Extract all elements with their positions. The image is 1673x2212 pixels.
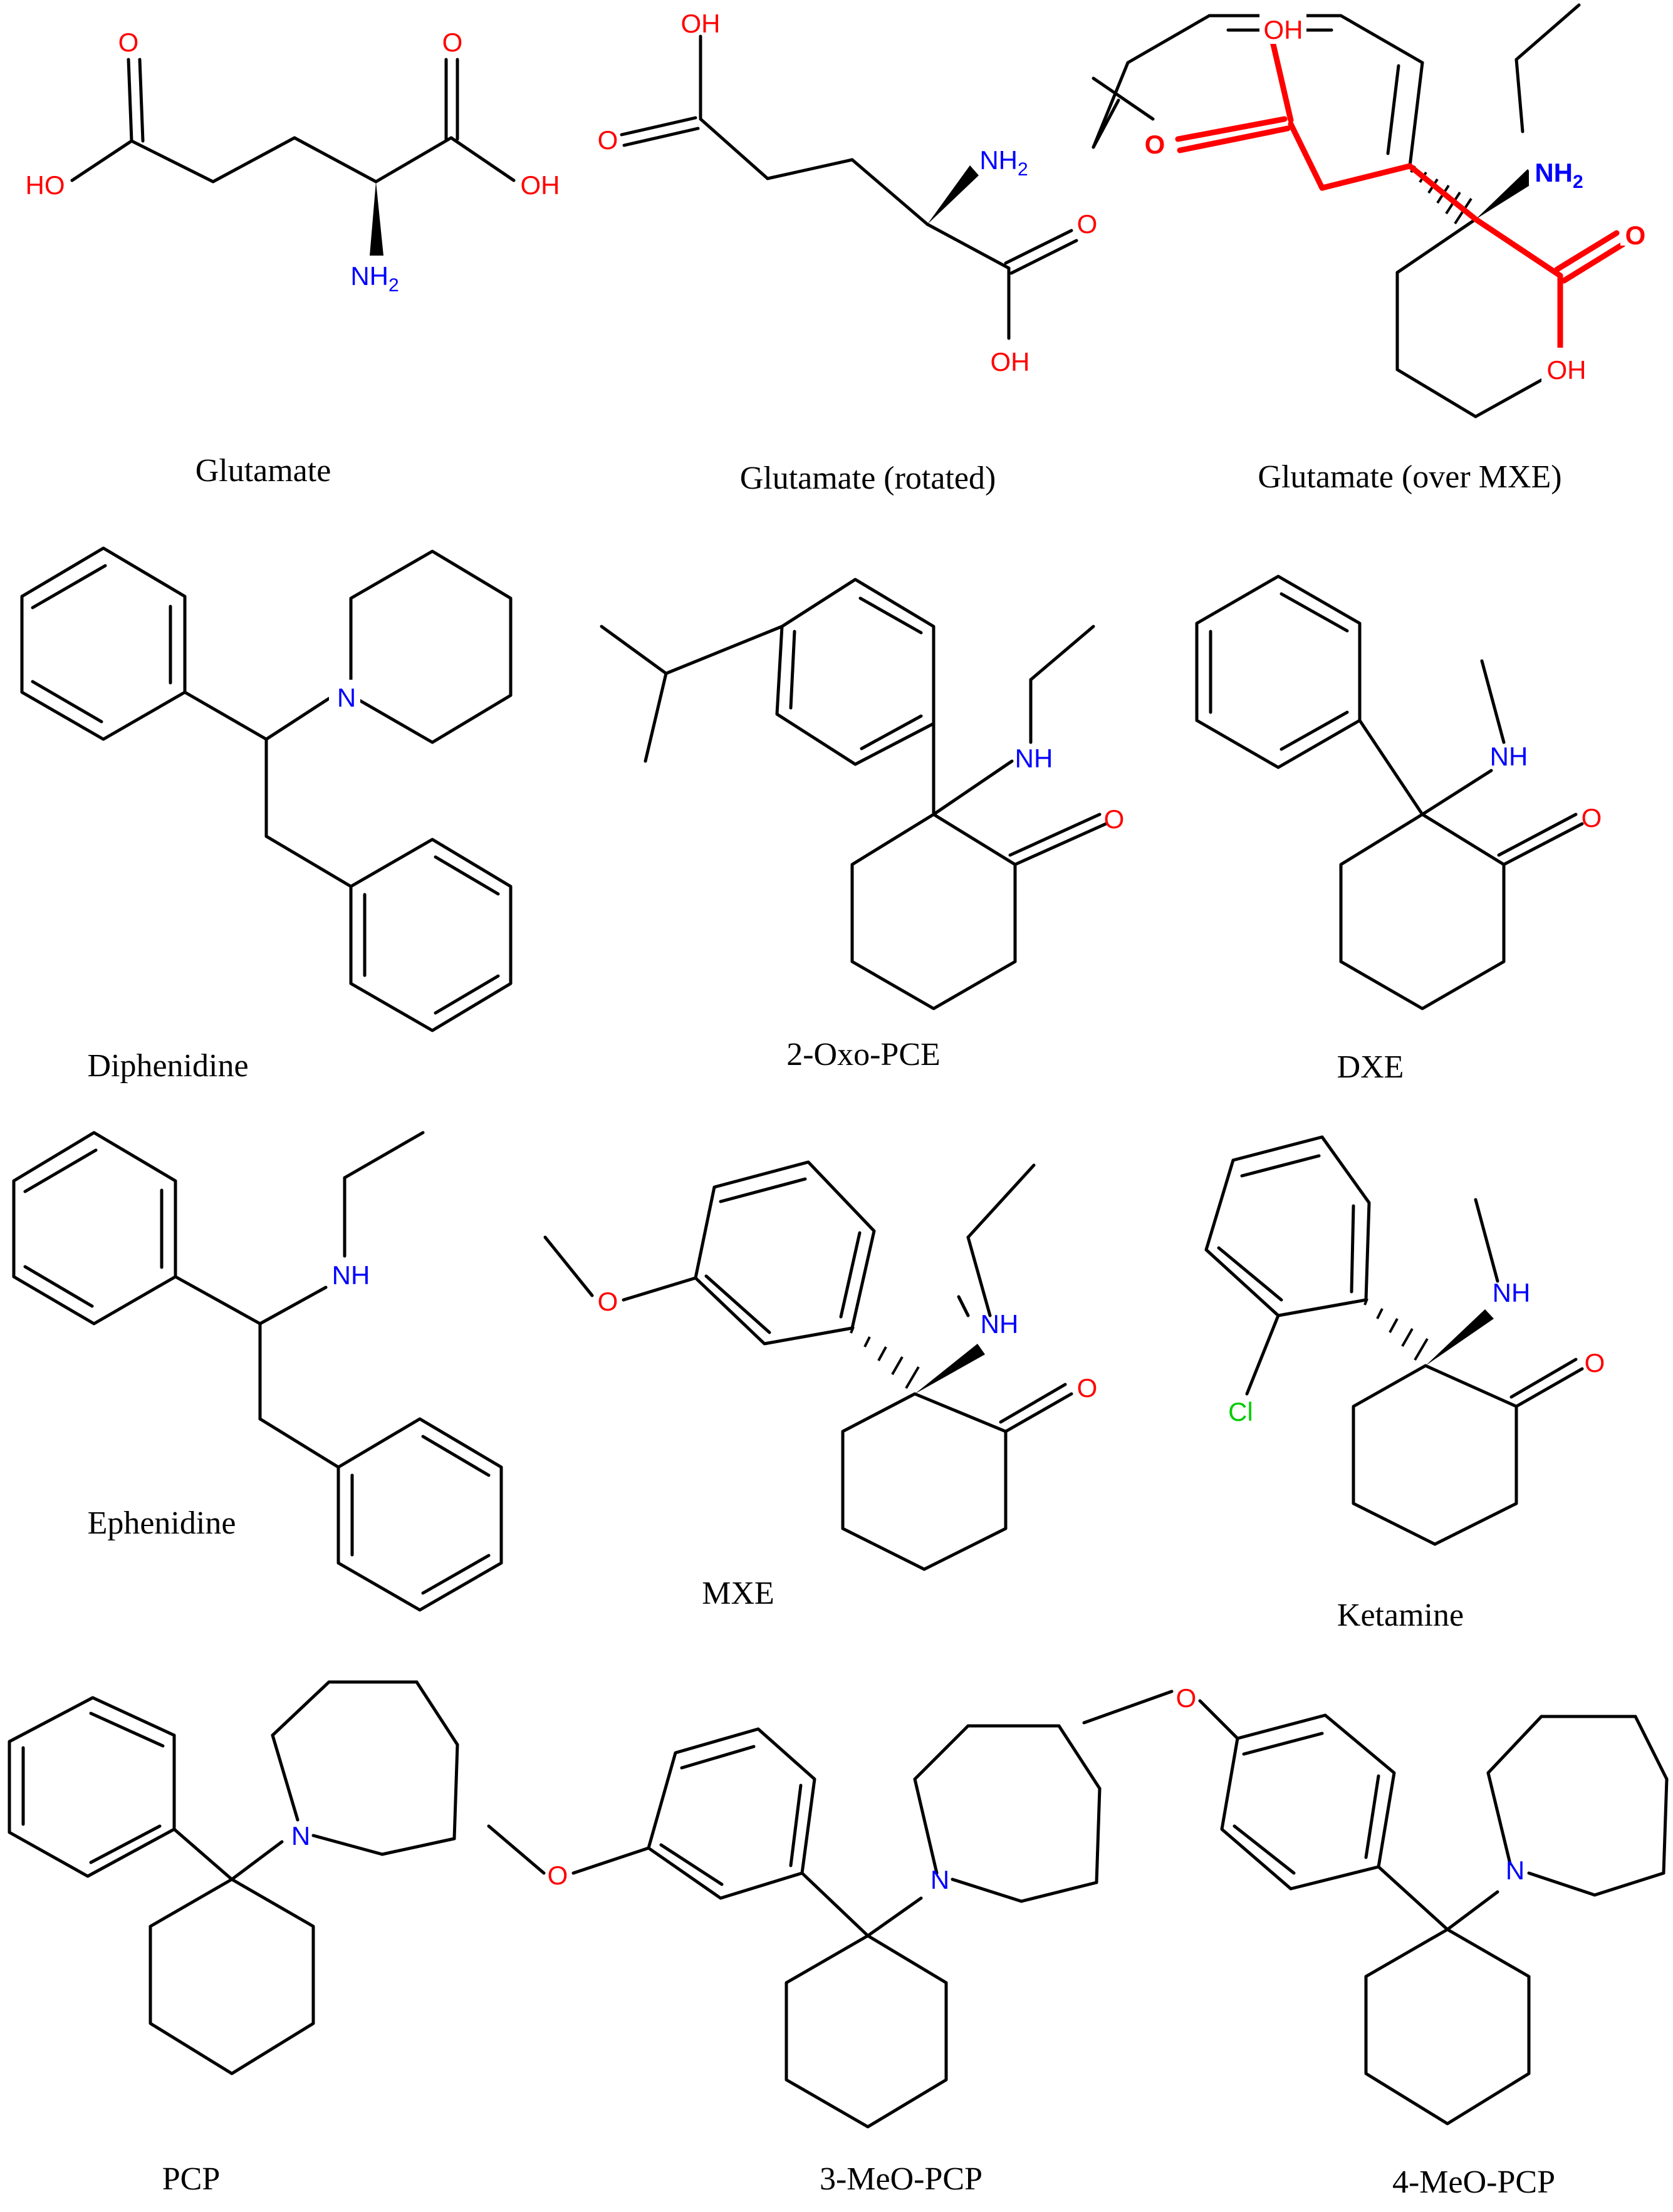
oxygen-label: O <box>1077 1373 1098 1403</box>
caption-2-oxo-pce: 2-Oxo-PCE <box>786 1037 941 1072</box>
molecule-mxe: O NH O MXE <box>543 1160 1098 1611</box>
stereo-wedge <box>927 165 979 224</box>
amine-label: NH2 <box>350 261 399 296</box>
nitrogen-label: N <box>291 1821 310 1851</box>
molecule-glutamate: O HO O OH NH2 Glutamate <box>26 28 560 489</box>
amine-label: NH <box>1493 1278 1531 1307</box>
nitrogen-label: N <box>337 683 356 712</box>
molecule-glutamate-rotated: OH O NH2 O OH Glutamate (rotated) <box>598 9 1098 496</box>
molecule-pcp: N PCP <box>8 1680 459 2197</box>
amine-label: NH <box>332 1260 370 1290</box>
oxygen-label: O <box>1625 221 1646 250</box>
amine-label: NH <box>1015 744 1053 773</box>
molecule-ketamine: NH O Cl Ketamine <box>1204 1135 1605 1633</box>
oxygen-label: O <box>548 1861 568 1890</box>
hydroxyl-label: OH <box>1264 15 1303 44</box>
caption-pcp: PCP <box>162 2161 221 2197</box>
molecule-diphenidine: N Diphenidine <box>20 546 513 1084</box>
oxygen-label: O <box>598 125 618 155</box>
amine-label: NH <box>1490 742 1528 771</box>
stereo-wedge <box>1425 1309 1494 1366</box>
stereo-wedge <box>1476 169 1538 219</box>
oxygen-label: O <box>1104 804 1125 834</box>
molecule-2-oxo-pce: NH O 2-Oxo-PCE <box>600 578 1125 1072</box>
hydroxyl-label: OH <box>521 170 560 200</box>
oxygen-label: O <box>1176 1683 1197 1713</box>
molecule-dxe: NH O DXE <box>1195 574 1602 1085</box>
chlorine-label: Cl <box>1228 1397 1253 1426</box>
oxygen-label: O <box>598 1287 618 1316</box>
stereo-hash <box>850 1326 920 1389</box>
stereo-wedge <box>915 1344 985 1394</box>
molecule-3-meo-pcp: O N 3-MeO-PCP <box>487 1724 1102 2197</box>
nitrogen-label: N <box>930 1865 949 1894</box>
caption-mxe: MXE <box>702 1576 774 1611</box>
caption-diphenidine: Diphenidine <box>87 1048 248 1084</box>
amine-label: NH2 <box>979 145 1028 180</box>
oxygen-label: O <box>1585 1348 1605 1378</box>
caption-dxe: DXE <box>1337 1049 1404 1085</box>
caption-4-meo-pcp: 4-MeO-PCP <box>1392 2164 1555 2200</box>
stereo-hash <box>1363 1298 1429 1361</box>
oxygen-label: O <box>1145 130 1165 159</box>
hydroxyl-label: HO <box>26 170 65 200</box>
hydroxyl-label: OH <box>1547 355 1587 385</box>
caption-glutamate: Glutamate <box>195 453 331 489</box>
nitrogen-label: N <box>1506 1856 1524 1885</box>
oxygen-label: O <box>1582 803 1602 833</box>
caption-glutamate-over-mxe: Glutamate (over MXE) <box>1258 459 1561 495</box>
caption-glutamate-rotated: Glutamate (rotated) <box>740 460 996 496</box>
caption-ephenidine: Ephenidine <box>88 1505 236 1541</box>
caption-ketamine: Ketamine <box>1337 1597 1464 1633</box>
hydroxyl-label: OH <box>681 9 721 38</box>
molecule-glutamate-over-mxe: OH O NH2 O OH Glutamate (over MXE) <box>1092 3 1649 495</box>
amine-label: NH2 <box>1535 158 1583 192</box>
molecule-ephenidine: NH Ephenidine <box>12 1131 503 1612</box>
hydroxyl-label: OH <box>991 347 1030 376</box>
oxygen-label: O <box>118 28 139 57</box>
stereo-wedge <box>370 182 383 256</box>
caption-3-meo-pcp: 3-MeO-PCP <box>820 2161 982 2197</box>
oxygen-label: O <box>1077 209 1098 239</box>
oxygen-label: O <box>442 28 463 57</box>
amine-label: NH <box>981 1309 1019 1339</box>
molecule-4-meo-pcp: O N 4-MeO-PCP <box>1082 1683 1669 2200</box>
